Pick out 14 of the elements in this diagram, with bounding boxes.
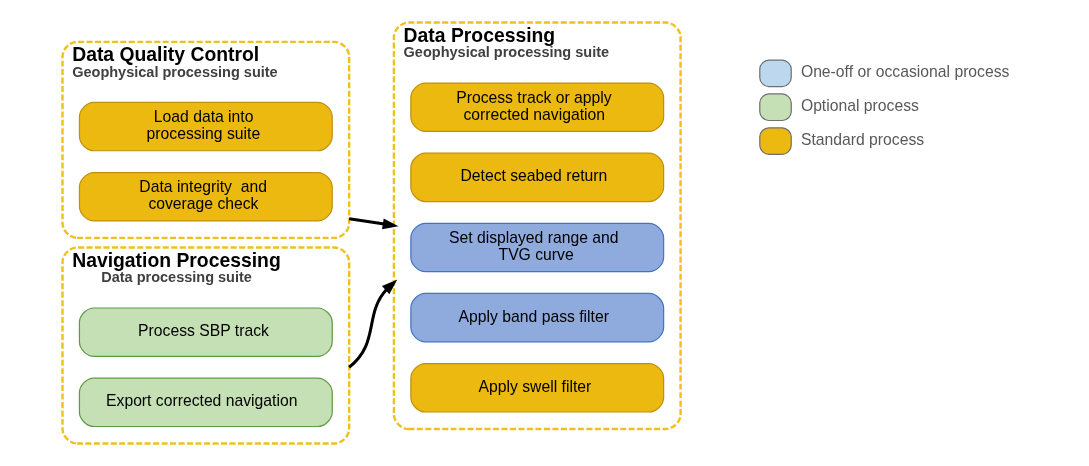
node-box: Set displayed range and TVG curve: [410, 222, 665, 273]
node-box: Apply swell filter: [410, 363, 665, 413]
arrow: [348, 279, 398, 369]
node-box: Export corrected navigation: [78, 377, 333, 428]
legend-label: One-off or occasional process: [800, 63, 1010, 81]
node-box: Process SBP track: [78, 307, 333, 357]
arrow: [348, 217, 399, 230]
node-box: Detect seabed return: [410, 152, 665, 203]
node-box: Load data into processing suite: [78, 101, 333, 152]
node-box: Data integrity and coverage check: [78, 171, 333, 222]
legend-label: Optional process: [800, 97, 919, 115]
legend-label: Standard process: [800, 131, 925, 149]
node-box: Process track or apply corrected navigation: [410, 82, 665, 132]
node-box: Apply band pass filter: [410, 292, 665, 343]
